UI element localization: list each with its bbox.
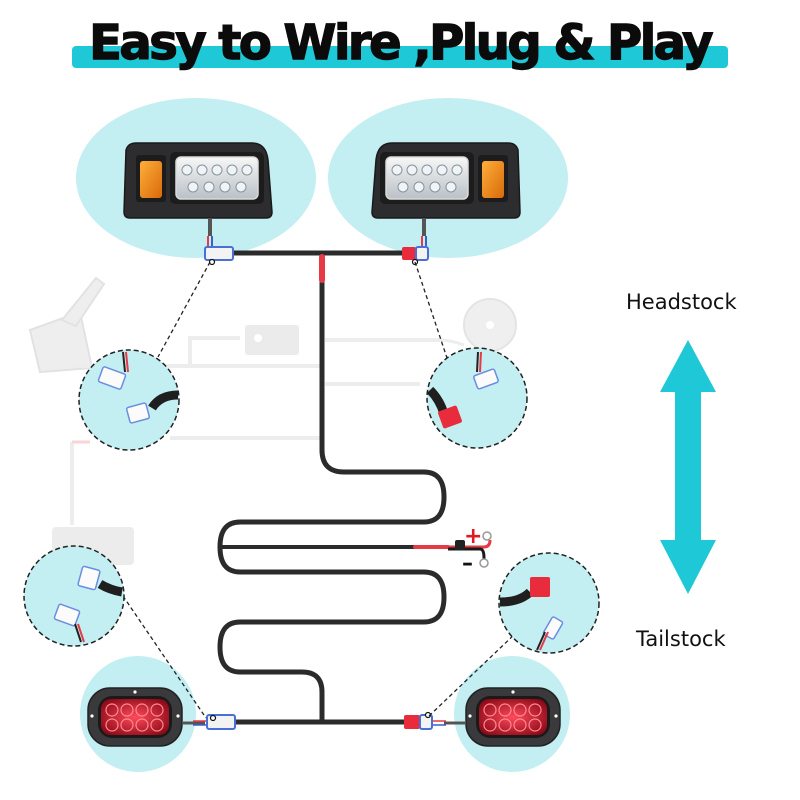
negative-symbol: – [462, 551, 473, 576]
right-taillight [404, 687, 561, 747]
relay-faded [245, 325, 299, 355]
right-taillight-connector-red [404, 715, 420, 729]
right-amber-lens [482, 161, 504, 198]
callout-leaders [122, 261, 519, 719]
wiring-harness [217, 250, 450, 725]
connector-detail-bottom-left [23, 545, 125, 647]
negative-ring-terminal [479, 558, 489, 568]
connector-detail-bottom-right [498, 552, 600, 654]
positive-symbol: + [464, 524, 482, 549]
turn-signal-switch-faded [28, 276, 106, 374]
battery-leads: + – [448, 524, 492, 576]
connector-detail-top-right [426, 347, 528, 449]
left-headlight [123, 142, 273, 266]
left-amber-lens [140, 161, 162, 198]
double-arrow-icon [660, 340, 716, 594]
connector-detail-top-left [78, 349, 180, 451]
title-underline-bar [72, 46, 728, 68]
left-taillight [87, 687, 236, 747]
positive-ring-terminal [482, 531, 492, 541]
headstock-label: Headstock [626, 290, 737, 314]
left-led-lens [175, 156, 259, 200]
page-title: Easy to Wire ,Plug & Play [88, 14, 714, 71]
tailstock-label: Tailstock [636, 627, 726, 651]
right-headlight-connector-red [402, 247, 416, 260]
horn-faded [439, 298, 517, 352]
title-banner: Easy to Wire ,Plug & Play [0, 0, 800, 90]
right-headlight [371, 142, 521, 266]
left-headlight-connector [204, 246, 234, 261]
inline-fuse [455, 540, 465, 550]
right-led-lens [385, 156, 469, 200]
